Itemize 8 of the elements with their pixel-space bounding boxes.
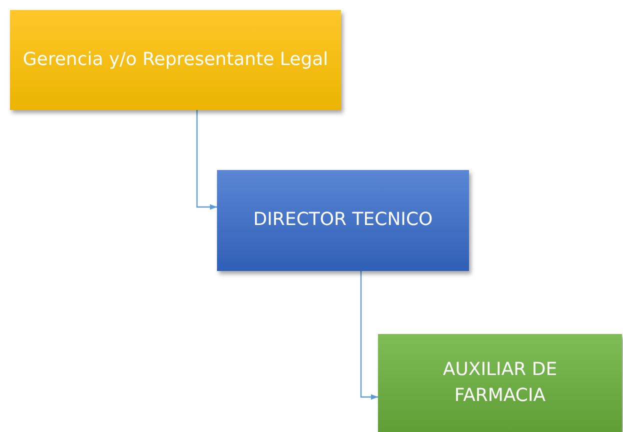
box-label: DIRECTOR TECNICO — [252, 208, 434, 232]
org-box — [217, 170, 469, 271]
box-label: AUXILIAR DE FARMACIA — [442, 358, 558, 408]
connector-arrow — [360, 271, 378, 400]
org-box — [10, 10, 341, 110]
box-label: Gerencia y/o Representante Legal — [22, 48, 330, 72]
connector-arrow — [196, 110, 217, 210]
org-box — [378, 334, 622, 432]
